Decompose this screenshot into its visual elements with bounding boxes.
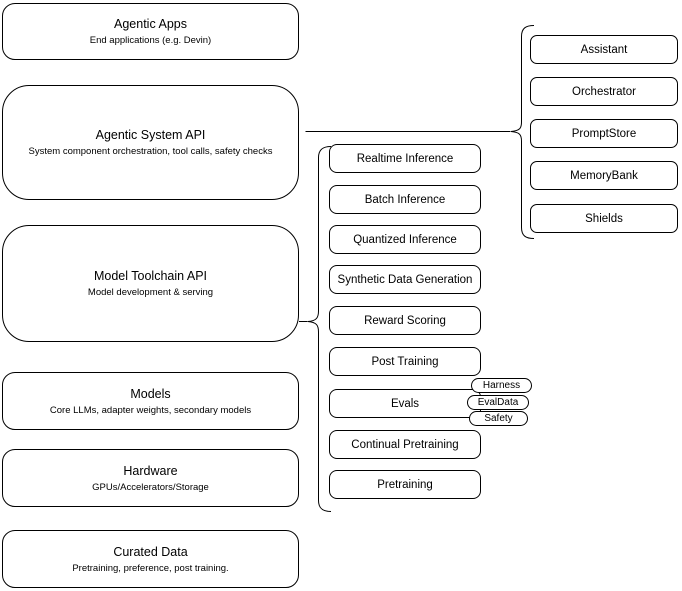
node-label: Shields	[585, 212, 623, 225]
toolchain-brace	[307, 146, 332, 512]
node-subtitle: Model development & serving	[87, 287, 214, 298]
node-hardware: Hardware GPUs/Accelerators/Storage	[2, 449, 299, 507]
node-subtitle: End applications (e.g. Devin)	[89, 35, 212, 46]
node-label: Quantized Inference	[353, 233, 457, 246]
node-assistant: Assistant	[530, 35, 678, 64]
node-promptstore: PromptStore	[530, 119, 678, 148]
node-title: Curated Data	[113, 544, 188, 559]
node-shields: Shields	[530, 204, 678, 233]
node-model-toolchain-api: Model Toolchain API Model development & …	[2, 225, 299, 342]
node-label: Pretraining	[377, 478, 433, 491]
node-label: Post Training	[371, 355, 439, 368]
node-label: MemoryBank	[570, 169, 638, 182]
node-post-training: Post Training	[329, 347, 481, 376]
node-title: Agentic System API	[95, 128, 206, 142]
node-title: Model Toolchain API	[93, 269, 208, 283]
node-label: Synthetic Data Generation	[337, 273, 473, 286]
node-curated-data: Curated Data Pretraining, preference, po…	[2, 530, 299, 588]
node-title: Models	[130, 386, 171, 401]
node-label: Assistant	[580, 43, 628, 56]
node-batch-inference: Batch Inference	[329, 185, 481, 214]
node-label: Evals	[390, 397, 420, 410]
tag-safety: Safety	[469, 411, 528, 426]
node-agentic-system-api: Agentic System API System component orch…	[2, 85, 299, 200]
node-memorybank: MemoryBank	[530, 161, 678, 190]
node-subtitle: System component orchestration, tool cal…	[28, 146, 273, 157]
node-evals: Evals	[329, 389, 481, 418]
node-agentic-apps: Agentic Apps End applications (e.g. Devi…	[2, 3, 299, 60]
node-label: Reward Scoring	[364, 314, 446, 327]
node-label: Realtime Inference	[356, 152, 454, 165]
tag-harness: Harness	[471, 378, 532, 393]
node-subtitle: Pretraining, preference, post training.	[72, 562, 229, 574]
tag-label: Harness	[482, 380, 521, 391]
node-reward-scoring: Reward Scoring	[329, 306, 481, 335]
node-label: Batch Inference	[364, 193, 446, 206]
node-orchestrator: Orchestrator	[530, 77, 678, 106]
node-models: Models Core LLMs, adapter weights, secon…	[2, 372, 299, 430]
tag-label: Safety	[484, 413, 513, 424]
node-realtime-inference: Realtime Inference	[329, 144, 481, 173]
node-continual-pretraining: Continual Pretraining	[329, 430, 481, 459]
node-quantized-inference: Quantized Inference	[329, 225, 481, 254]
node-subtitle: GPUs/Accelerators/Storage	[92, 481, 209, 493]
node-title: Agentic Apps	[114, 17, 187, 31]
node-label: PromptStore	[571, 127, 637, 140]
node-synthetic-data-generation: Synthetic Data Generation	[329, 265, 481, 294]
node-label: Orchestrator	[572, 85, 636, 98]
node-title: Hardware	[123, 463, 178, 478]
tag-label: EvalData	[477, 397, 519, 408]
tag-evaldata: EvalData	[467, 395, 529, 410]
node-label: Continual Pretraining	[351, 438, 459, 451]
node-pretraining: Pretraining	[329, 470, 481, 499]
node-subtitle: Core LLMs, adapter weights, secondary mo…	[49, 404, 252, 416]
